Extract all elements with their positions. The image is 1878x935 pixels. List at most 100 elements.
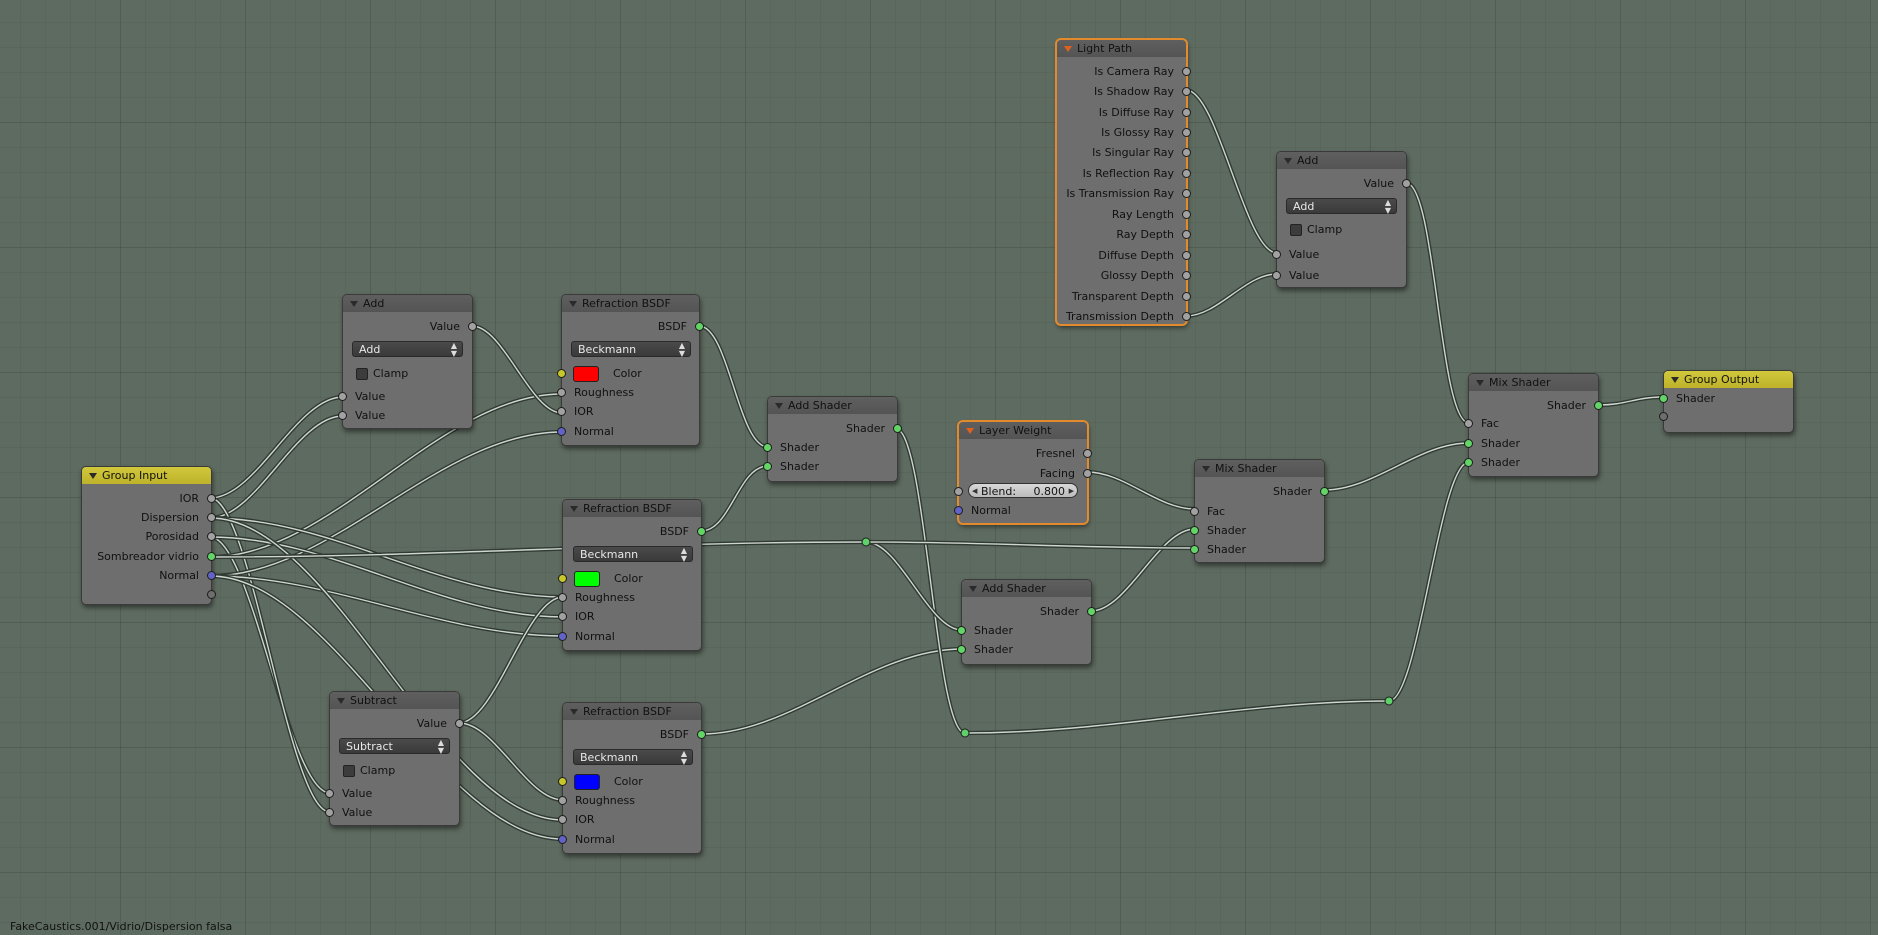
input-socket[interactable] — [338, 392, 347, 401]
light-path-node[interactable]: Light Path Is Camera Ray Is Shadow Ray I… — [1056, 39, 1191, 325]
output-socket[interactable] — [697, 730, 706, 739]
mix-shader-node[interactable]: Mix Shader Shader Fac Shader Shader — [1464, 373, 1603, 477]
input-socket[interactable] — [1464, 439, 1473, 448]
input-socket[interactable] — [325, 789, 334, 798]
refraction-bsdf-node-blue[interactable]: Refraction BSDF BSDF Beckmann▲▼ Color Ro… — [558, 702, 706, 854]
color-swatch[interactable] — [573, 366, 599, 382]
node-header[interactable]: Subtract — [330, 692, 459, 709]
add-shader-node[interactable]: Add Shader Shader Shader Shader — [763, 396, 902, 482]
clamp-checkbox[interactable] — [356, 368, 368, 380]
collapse-triangle-icon[interactable] — [337, 698, 345, 704]
input-socket[interactable] — [1272, 271, 1281, 280]
layer-weight-node[interactable]: Layer Weight Fresnel Facing ◀ Blend: 0.8… — [954, 421, 1092, 524]
output-socket[interactable] — [207, 571, 216, 580]
collapse-triangle-icon[interactable] — [1064, 46, 1072, 52]
math-subtract-node[interactable]: Subtract Value Subtract▲▼ Clamp Value Va… — [325, 691, 464, 826]
operation-dropdown[interactable]: Add▲▼ — [352, 341, 463, 358]
increment-arrow-icon[interactable]: ▶ — [1068, 487, 1074, 495]
math-add-node[interactable]: Add Value Add▲▼ Clamp Value Value — [338, 294, 477, 429]
output-socket[interactable] — [207, 552, 216, 561]
node-header[interactable]: Light Path — [1057, 40, 1186, 57]
node-header[interactable]: Add — [343, 295, 472, 312]
collapse-triangle-icon[interactable] — [1284, 158, 1292, 164]
output-socket[interactable] — [207, 494, 216, 503]
input-socket[interactable] — [558, 632, 567, 641]
collapse-triangle-icon[interactable] — [775, 403, 783, 409]
collapse-triangle-icon[interactable] — [966, 428, 974, 434]
refraction-bsdf-node-red[interactable]: Refraction BSDF BSDF Beckmann▲▼ Color Ro… — [557, 294, 704, 446]
output-socket[interactable] — [1182, 292, 1191, 301]
output-socket[interactable] — [1594, 401, 1603, 410]
output-socket[interactable] — [1182, 230, 1191, 239]
node-header[interactable]: Refraction BSDF — [563, 703, 701, 720]
output-socket[interactable] — [1182, 271, 1191, 280]
output-socket[interactable] — [207, 513, 216, 522]
collapse-triangle-icon[interactable] — [1202, 466, 1210, 472]
output-socket[interactable] — [1182, 128, 1191, 137]
input-socket[interactable] — [1464, 419, 1473, 428]
output-socket[interactable] — [1087, 607, 1096, 616]
output-socket[interactable] — [1083, 449, 1092, 458]
distribution-dropdown[interactable]: Beckmann▲▼ — [571, 341, 691, 358]
input-socket[interactable] — [557, 427, 566, 436]
group-output-node[interactable]: Group Output Shader — [1659, 370, 1794, 433]
blend-slider[interactable]: ◀ Blend: 0.800 ▶ — [968, 483, 1078, 498]
input-socket[interactable] — [957, 645, 966, 654]
input-socket[interactable] — [1190, 507, 1199, 516]
group-input-node[interactable]: Group Input IOR Dispersion Porosidad Som… — [81, 466, 216, 605]
input-socket[interactable] — [1272, 250, 1281, 259]
collapse-triangle-icon[interactable] — [969, 586, 977, 592]
output-socket[interactable] — [1182, 169, 1191, 178]
output-socket[interactable] — [1182, 312, 1191, 321]
input-socket[interactable] — [325, 808, 334, 817]
math-add-node[interactable]: Add Value Add▲▼ Clamp Value Value — [1272, 151, 1411, 288]
input-socket[interactable] — [558, 593, 567, 602]
collapse-triangle-icon[interactable] — [569, 301, 577, 307]
input-socket[interactable] — [1190, 545, 1199, 554]
input-socket[interactable] — [763, 443, 772, 452]
collapse-triangle-icon[interactable] — [570, 709, 578, 715]
output-socket[interactable] — [1402, 179, 1411, 188]
input-socket[interactable] — [1190, 526, 1199, 535]
output-socket[interactable] — [1182, 210, 1191, 219]
input-socket[interactable] — [763, 462, 772, 471]
blend-input-socket[interactable] — [954, 487, 963, 496]
node-header[interactable]: Add Shader — [768, 397, 897, 414]
add-shader-node[interactable]: Add Shader Shader Shader Shader — [957, 579, 1096, 665]
input-socket[interactable] — [1464, 458, 1473, 467]
node-header[interactable]: Mix Shader — [1195, 460, 1324, 477]
collapse-triangle-icon[interactable] — [1671, 377, 1679, 383]
reroute-node[interactable] — [960, 728, 970, 738]
mix-shader-node[interactable]: Mix Shader Shader Fac Shader Shader — [1190, 459, 1329, 563]
node-header[interactable]: Add Shader — [962, 580, 1091, 597]
input-socket[interactable] — [954, 506, 963, 515]
refraction-bsdf-node-green[interactable]: Refraction BSDF BSDF Beckmann▲▼ Color Ro… — [558, 499, 706, 651]
decrement-arrow-icon[interactable]: ◀ — [972, 487, 978, 495]
distribution-dropdown[interactable]: Beckmann▲▼ — [573, 546, 693, 563]
input-socket[interactable] — [557, 369, 566, 378]
output-socket[interactable] — [1182, 148, 1191, 157]
collapse-triangle-icon[interactable] — [570, 506, 578, 512]
node-header[interactable]: Refraction BSDF — [562, 295, 699, 312]
color-swatch[interactable] — [574, 774, 600, 790]
distribution-dropdown[interactable]: Beckmann▲▼ — [573, 749, 693, 766]
output-socket[interactable] — [1182, 87, 1191, 96]
output-socket[interactable] — [695, 322, 704, 331]
operation-dropdown[interactable]: Add▲▼ — [1286, 198, 1397, 215]
collapse-triangle-icon[interactable] — [1476, 380, 1484, 386]
empty-output-socket[interactable] — [207, 590, 216, 599]
output-socket[interactable] — [1182, 189, 1191, 198]
output-socket[interactable] — [697, 527, 706, 536]
input-socket[interactable] — [558, 777, 567, 786]
output-socket[interactable] — [455, 719, 464, 728]
node-header[interactable]: Mix Shader — [1469, 374, 1598, 391]
node-header[interactable]: Refraction BSDF — [563, 500, 701, 517]
input-socket[interactable] — [957, 626, 966, 635]
output-socket[interactable] — [1182, 67, 1191, 76]
node-header[interactable]: Group Output — [1664, 371, 1793, 388]
clamp-checkbox[interactable] — [1290, 224, 1302, 236]
reroute-node[interactable] — [1384, 696, 1394, 706]
input-socket[interactable] — [558, 815, 567, 824]
input-socket[interactable] — [557, 388, 566, 397]
input-socket[interactable] — [558, 835, 567, 844]
